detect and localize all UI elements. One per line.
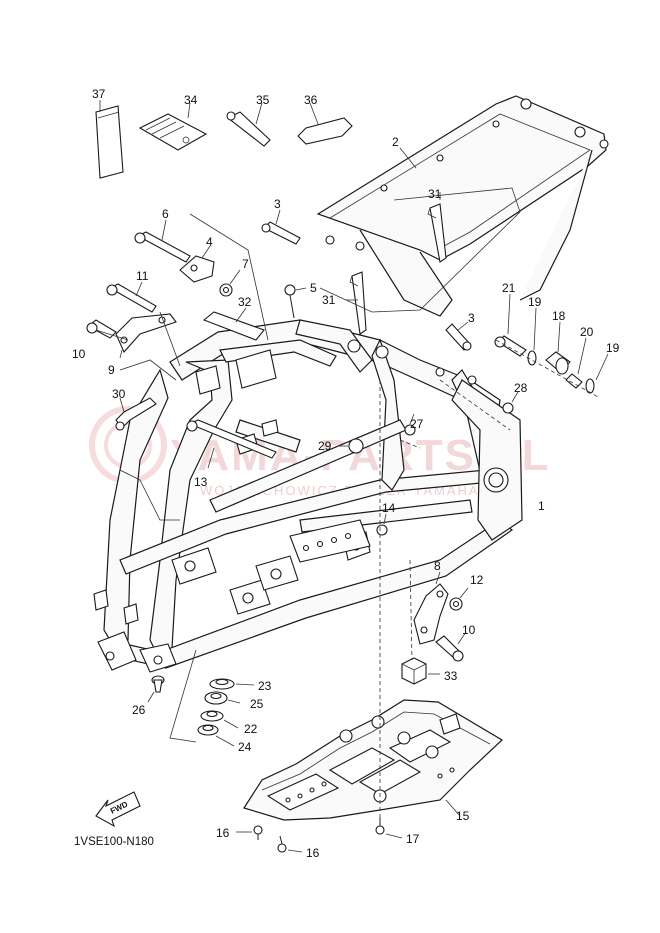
part-2-rear-frame <box>316 95 609 317</box>
callout-27[interactable]: 27 <box>410 417 424 431</box>
part-18-collar <box>545 321 571 375</box>
part-9-bracket <box>115 313 177 359</box>
part-34-tool-bag <box>138 102 208 151</box>
part-29-cap <box>338 438 364 454</box>
part-36-strap <box>297 102 353 145</box>
part-6-bolt <box>134 219 191 263</box>
callout-16-right[interactable]: 16 <box>306 846 320 860</box>
part-33-cushion <box>401 657 440 685</box>
part-28-nut <box>502 391 519 414</box>
callout-10-upper[interactable]: 10 <box>72 347 86 361</box>
callout-21[interactable]: 21 <box>502 281 516 295</box>
callout-15[interactable]: 15 <box>456 809 470 823</box>
callout-3-upper[interactable]: 3 <box>274 197 281 211</box>
fwd-arrow-icon: FWD <box>95 791 141 828</box>
part-31-clamp-lower <box>346 271 367 335</box>
callout-3-lower[interactable]: 3 <box>468 311 475 325</box>
part-37-manual <box>95 100 124 179</box>
part-23-damper <box>209 678 255 690</box>
part-7-nut <box>219 269 241 297</box>
part-35-tool <box>226 102 271 147</box>
part-22-damper <box>200 710 239 729</box>
part-10-bolt-lower <box>435 631 467 662</box>
callout-10-lower[interactable]: 10 <box>462 623 476 637</box>
part-19-washer-b <box>585 353 609 394</box>
callout-labels: 37 34 35 36 2 31 3 6 4 7 5 31 11 32 3 21… <box>72 87 620 860</box>
callout-32[interactable]: 32 <box>238 295 252 309</box>
callout-5[interactable]: 5 <box>310 281 317 295</box>
part-11-bolt <box>106 281 157 313</box>
callout-17[interactable]: 17 <box>406 832 420 846</box>
callout-24[interactable]: 24 <box>238 740 252 754</box>
part-13-bolt <box>186 419 277 469</box>
callout-25[interactable]: 25 <box>250 697 264 711</box>
part-32-strip <box>202 307 265 341</box>
callout-23[interactable]: 23 <box>258 679 272 693</box>
callout-19-b[interactable]: 19 <box>606 341 620 355</box>
callout-19-a[interactable]: 19 <box>528 295 542 309</box>
part-14-nut <box>376 513 388 536</box>
callout-33[interactable]: 33 <box>444 669 458 683</box>
part-16-bolt-right <box>277 835 303 853</box>
callout-28[interactable]: 28 <box>514 381 528 395</box>
callout-7[interactable]: 7 <box>242 257 249 271</box>
part-16-bolt-left <box>236 825 263 840</box>
part-3-bolt-upper <box>261 209 301 245</box>
callout-37[interactable]: 37 <box>92 87 106 101</box>
part-15-skid-plate <box>243 699 503 821</box>
callout-18[interactable]: 18 <box>552 309 566 323</box>
callout-29[interactable]: 29 <box>318 439 332 453</box>
part-30-clip <box>115 397 157 431</box>
callout-2[interactable]: 2 <box>392 135 399 149</box>
callout-22[interactable]: 22 <box>244 722 258 736</box>
callout-31-upper[interactable]: 31 <box>428 187 442 201</box>
callout-4[interactable]: 4 <box>206 235 213 249</box>
callout-20[interactable]: 20 <box>580 325 594 339</box>
callout-26[interactable]: 26 <box>132 703 146 717</box>
part-25-damper <box>204 691 241 705</box>
part-12-nut <box>449 587 469 611</box>
callout-16-left[interactable]: 16 <box>216 826 230 840</box>
part-3-bolt-lower <box>445 321 472 351</box>
callout-1[interactable]: 1 <box>538 499 545 513</box>
callout-35[interactable]: 35 <box>256 93 270 107</box>
callout-8[interactable]: 8 <box>434 559 441 573</box>
callout-9[interactable]: 9 <box>108 363 115 377</box>
part-4-bracket <box>179 245 215 283</box>
part-17-bolt <box>375 818 403 839</box>
callout-13[interactable]: 13 <box>194 475 208 489</box>
part-20-collar <box>565 337 587 389</box>
part-8-bracket <box>413 571 449 645</box>
callout-12[interactable]: 12 <box>470 573 484 587</box>
callout-30[interactable]: 30 <box>112 387 126 401</box>
callout-31-lower[interactable]: 31 <box>322 293 336 307</box>
part-26-bolt <box>147 675 165 703</box>
part-10-bolt-upper <box>86 319 117 339</box>
callout-11[interactable]: 11 <box>136 269 149 283</box>
part-24-damper <box>197 724 235 747</box>
part-21-bolt <box>494 293 527 357</box>
part-19-washer-a <box>527 307 537 366</box>
part-31-clamp-upper <box>427 192 447 263</box>
diagram-code: 1VSE100-N180 <box>74 836 154 848</box>
callout-36[interactable]: 36 <box>304 93 318 107</box>
callout-14[interactable]: 14 <box>382 501 396 515</box>
callout-34[interactable]: 34 <box>184 93 198 107</box>
part-27-plug <box>404 413 416 436</box>
part-5-bolt <box>284 284 307 319</box>
callout-6[interactable]: 6 <box>162 207 169 221</box>
